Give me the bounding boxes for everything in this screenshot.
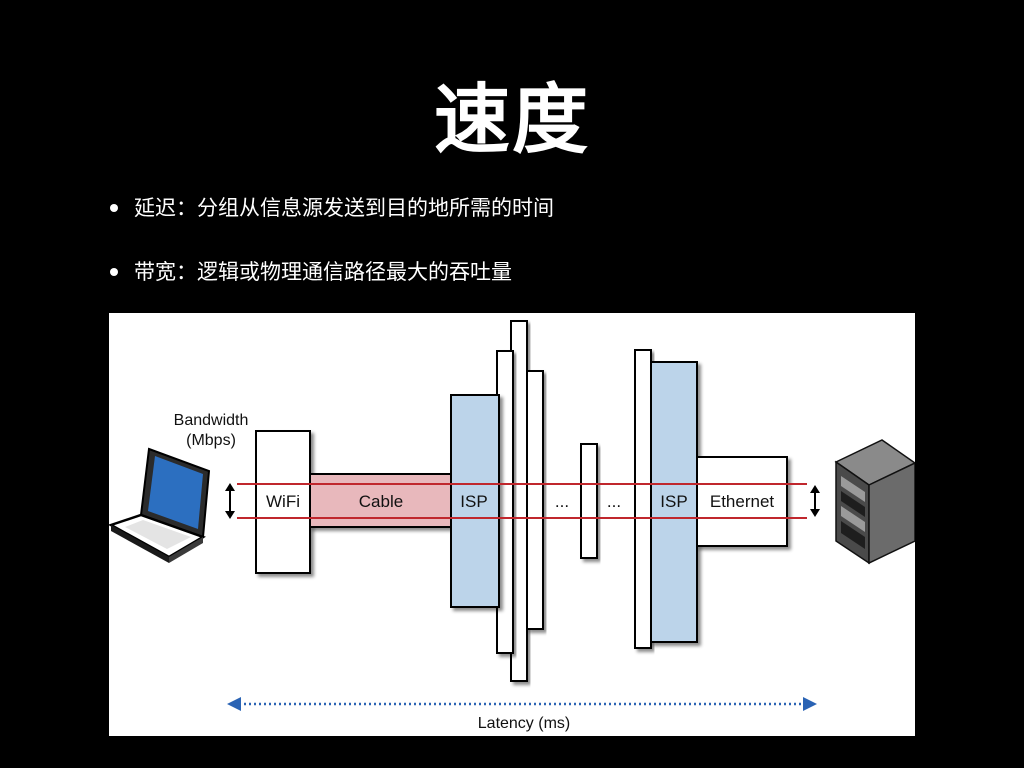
bullet-dot-icon (110, 204, 118, 212)
hop-bar-middle (580, 443, 598, 559)
latency-arrow (227, 697, 817, 711)
hop-label-isp-right: ISP (660, 492, 687, 511)
hop-bar-front (526, 370, 544, 630)
slide-title: 速度 (434, 75, 590, 164)
bandwidth-arrow-left (225, 483, 235, 519)
bullet-bandwidth: 带宽：逻辑或物理通信路径最大的吞吐量 (108, 254, 554, 318)
bullet-latency-text: 延迟：分组从信息源发送到目的地所需的时间 (134, 196, 554, 220)
hop-label-ellipsis-right: ... (607, 492, 621, 511)
bullet-list: 延迟：分组从信息源发送到目的地所需的时间 带宽：逻辑或物理通信路径最大的吞吐量 (108, 190, 554, 318)
network-diagram-svg: Bandwidth (Mbps) (109, 320, 915, 732)
bullet-bandwidth-text: 带宽：逻辑或物理通信路径最大的吞吐量 (134, 260, 512, 284)
hop-isp-left-box (450, 394, 500, 608)
hop-label-ellipsis-left: ... (555, 492, 569, 511)
latency-label: Latency (ms) (478, 715, 570, 732)
hop-bar-right (634, 349, 652, 649)
hop-label-isp-left: ISP (460, 492, 487, 511)
bandwidth-unit-label: (Mbps) (186, 432, 236, 449)
hop-label-wifi: WiFi (266, 492, 300, 511)
bullet-latency: 延迟：分组从信息源发送到目的地所需的时间 (108, 190, 554, 254)
hop-label-cable: Cable (359, 492, 403, 511)
bullet-dot-icon (110, 268, 118, 276)
laptop-icon (109, 447, 211, 563)
hop-isp-right-box (650, 361, 698, 643)
hop-ethernet-box (696, 456, 788, 547)
bandwidth-label: Bandwidth (174, 412, 249, 429)
hop-label-ethernet: Ethernet (710, 492, 775, 511)
network-diagram: Bandwidth (Mbps) (109, 313, 915, 736)
server-icon (834, 439, 915, 565)
bandwidth-arrow-right (810, 485, 820, 517)
